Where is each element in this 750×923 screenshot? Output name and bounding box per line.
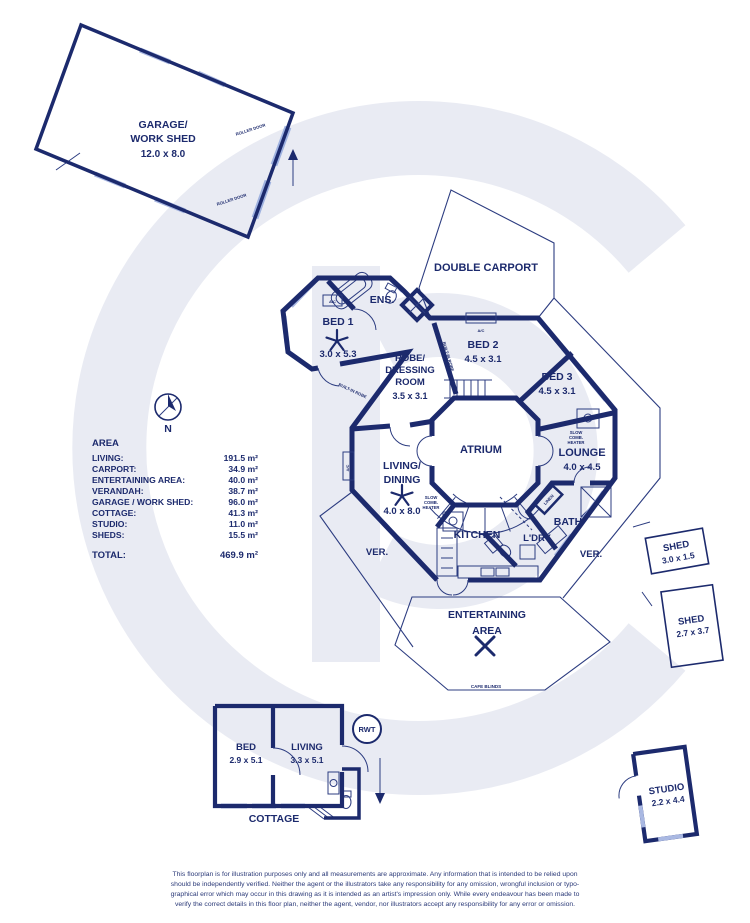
cottage-walls — [212, 703, 385, 820]
arrow-down-icon — [375, 793, 385, 804]
heater-living-line2: COMB. — [424, 500, 438, 505]
area-row-label: GARAGE / WORK SHED: — [92, 497, 193, 507]
area-row-label: COTTAGE: — [92, 508, 136, 518]
garage-walls — [33, 22, 298, 240]
room-bed2-size: 4.5 x 3.1 — [465, 354, 503, 365]
area-row-label: LIVING: — [92, 453, 124, 463]
area-row-label: STUDIO: — [92, 519, 127, 529]
entertaining-fan-icon — [474, 635, 496, 657]
rainwater-tank-icon — [352, 714, 382, 744]
studio-label: STUDIO — [648, 782, 685, 798]
room-laundry-label: L'DRY — [523, 533, 551, 544]
room-lounge-label: LOUNGE — [558, 447, 605, 459]
area-row-value: 41.3 m² — [228, 508, 258, 518]
area-row-label: VERANDAH: — [92, 486, 144, 496]
area-row-label: CARPORT: — [92, 464, 137, 474]
rwt-label: RWT — [359, 725, 376, 734]
area-table: AREA LIVING: 191.5 m² CARPORT: 34.9 m² E… — [92, 438, 258, 561]
cottage-living-label: LIVING — [291, 742, 323, 753]
shed1-label: SHED — [662, 539, 690, 554]
room-robe-line1: ROBE/ — [395, 353, 425, 364]
studio-size: 2.2 x 4.4 — [651, 794, 685, 809]
cottage-name-label: COTTAGE — [249, 813, 300, 825]
ensuite-fixtures — [330, 271, 398, 310]
skylight-box — [399, 287, 435, 323]
area-row-label: ENTERTAINING AREA: — [92, 475, 185, 485]
room-bed3-label: BED 3 — [542, 371, 573, 383]
area-row-value: 96.0 m² — [228, 497, 258, 507]
ac-unit-icon — [322, 294, 497, 481]
room-robe-line2: DRESSING — [385, 365, 435, 376]
shed2-size: 2.7 x 3.7 — [676, 625, 710, 640]
room-bath-label: BATH — [554, 516, 582, 528]
heater-living-line1: SLOW — [425, 495, 438, 500]
room-lounge-size: 4.0 x 4.5 — [564, 462, 602, 473]
disclaimer-line2: should be independently verified. Neithe… — [171, 881, 579, 888]
room-robe-line3: ROOM — [395, 377, 425, 388]
main-house-walls — [280, 275, 618, 583]
area-row-value: 191.5 m² — [224, 453, 259, 463]
heater-living-line3: HEATER — [423, 505, 440, 510]
heater-lounge-line2: COMB. — [569, 435, 583, 440]
verandah-left-label: VER. — [366, 547, 388, 558]
garage-label-line1: GARAGE/ — [138, 119, 187, 131]
compass-icon — [154, 393, 182, 421]
area-row-value: 34.9 m² — [228, 464, 258, 474]
cottage-living-size: 3.3 x 5.1 — [290, 755, 323, 765]
linen-closet — [533, 483, 565, 516]
verandah-left-outline — [319, 491, 414, 648]
area-row-value: 38.7 m² — [228, 486, 258, 496]
area-row-value: 11.0 m² — [229, 519, 258, 529]
heater-lounge-line1: SLOW — [570, 430, 583, 435]
entertaining-line1: ENTERTAINING — [448, 609, 526, 621]
room-kitchen-label: KITCHEN — [454, 529, 501, 541]
disclaimer: This floorplan is for illustration purpo… — [171, 871, 580, 908]
area-row-value: 15.5 m² — [228, 530, 258, 540]
studio-walls — [618, 744, 700, 844]
ac-label-bed1: A/C — [329, 299, 336, 304]
garage-label-line2: WORK SHED — [130, 133, 196, 145]
area-table-header: AREA — [92, 438, 119, 449]
shed2-outline — [660, 583, 724, 669]
room-ens-label: ENS. — [370, 294, 395, 306]
shed1-outline — [644, 527, 710, 575]
shed2-label: SHED — [677, 613, 705, 628]
room-robe-size: 3.5 x 3.1 — [392, 391, 427, 401]
room-atrium-label: ATRIUM — [460, 444, 502, 456]
disclaimer-line3: graphical error which may occur in this … — [171, 891, 580, 898]
area-row-label: SHEDS: — [92, 530, 125, 540]
ac-label-bed2: A/C — [478, 328, 485, 333]
room-bed3-size: 4.5 x 3.1 — [539, 386, 577, 397]
entertaining-line2: AREA — [472, 625, 502, 637]
roller-door-label-1: ROLLER DOOR — [235, 122, 266, 136]
room-living-size: 4.0 x 8.0 — [384, 506, 421, 517]
room-bed1-label: BED 1 — [323, 316, 354, 328]
cottage-bed-label: BED — [236, 742, 256, 753]
verandah-right-outline — [553, 297, 661, 599]
disclaimer-line1: This floorplan is for illustration purpo… — [172, 871, 577, 878]
room-bed2-label: BED 2 — [468, 339, 499, 351]
door-arcs — [317, 308, 591, 596]
room-living-line1: LIVING/ — [383, 460, 421, 472]
ceiling-fan-icon — [325, 328, 414, 506]
heater-lounge-line3: HEATER — [568, 440, 585, 445]
area-row-value: 40.0 m² — [228, 475, 258, 485]
entertaining-area-outline — [394, 596, 611, 691]
garage-size: 12.0 x 8.0 — [141, 149, 186, 160]
compass-label: N — [164, 423, 172, 435]
arrow-up-icon — [288, 149, 298, 160]
verandah-right-label: VER. — [580, 549, 602, 560]
room-living-line2: DINING — [384, 474, 421, 486]
cafe-blinds-label: CAFE BLINDS — [471, 684, 501, 689]
room-bed1-size: 3.0 x 5.3 — [320, 349, 357, 360]
cottage-bed-size: 2.9 x 5.1 — [229, 755, 262, 765]
disclaimer-line4: verify the correct details in this floor… — [175, 901, 575, 908]
ac-label-living: A/C — [345, 464, 350, 471]
carport-label: DOUBLE CARPORT — [434, 262, 538, 274]
area-total-value: 469.9 m² — [220, 550, 258, 561]
area-total-label: TOTAL: — [92, 550, 126, 561]
